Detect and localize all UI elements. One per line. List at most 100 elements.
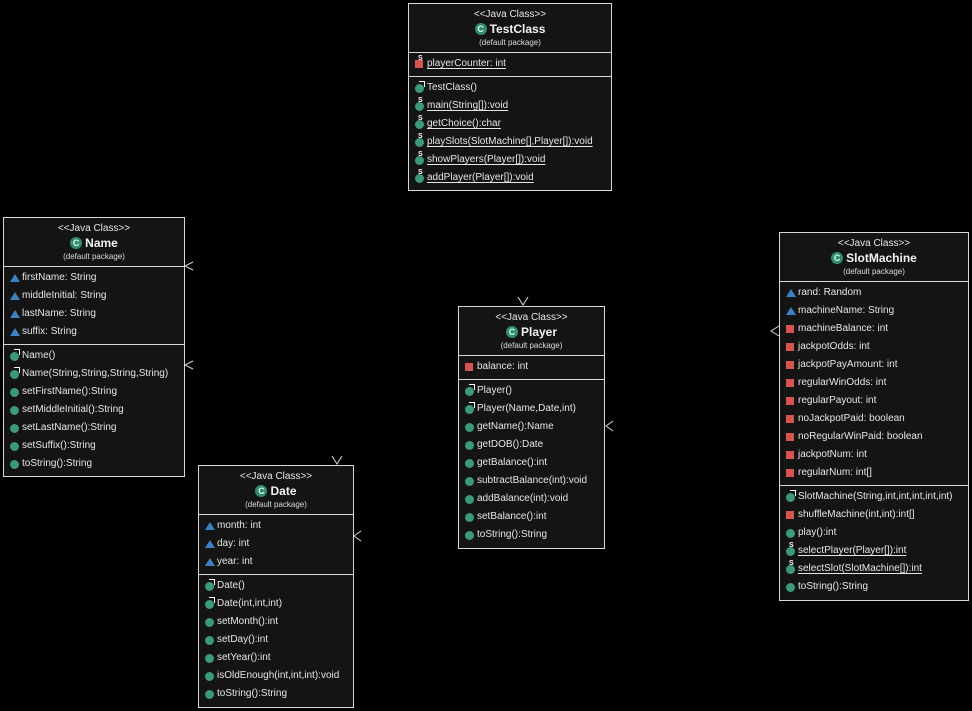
method-item[interactable]: SlotMachine(String,int,int,int,int,int) [780,488,968,506]
public-visibility-icon [205,690,214,699]
package-label: (default package) [500,341,563,350]
attribute-item[interactable]: rand: Random [780,284,968,302]
attribute-item[interactable]: machineBalance: int [780,320,968,338]
private-visibility-icon [786,379,794,387]
attribute-item[interactable]: year: int [199,553,353,571]
method-signature: showPlayers(Player[]):void [427,154,546,165]
static-modifier-icon: S [789,542,794,549]
attribute-item[interactable]: lastName: String [4,305,184,323]
method-item[interactable]: getName():Name [459,418,604,436]
public-visibility-icon [10,352,19,361]
method-item[interactable]: Name() [4,347,184,365]
package-visibility-icon [205,522,215,530]
attribute-item[interactable]: regularPayout: int [780,392,968,410]
attribute-item[interactable]: noJackpotPaid: boolean [780,410,968,428]
attribute-signature: firstName: String [22,272,97,283]
static-modifier-icon: S [418,55,423,62]
attributes-compartment: balance: int [459,356,604,379]
method-item[interactable]: Date() [199,577,353,595]
attribute-item[interactable]: noRegularWinPaid: boolean [780,428,968,446]
constructor-marker-icon [209,579,215,585]
method-item[interactable]: setSuffix():String [4,437,184,455]
attribute-item[interactable]: firstName: String [4,269,184,287]
attribute-signature: year: int [217,556,253,567]
attribute-signature: regularWinOdds: int [798,377,887,388]
method-signature: setDay():int [217,634,269,645]
method-item[interactable]: setBalance():int [459,508,604,526]
arrowhead-player-right [605,420,614,432]
public-visibility-icon [415,138,424,147]
method-item[interactable]: toString():String [780,578,968,596]
attribute-item[interactable]: regularNum: int[] [780,464,968,482]
method-signature: main(String[]):void [427,100,509,111]
attribute-item[interactable]: jackpotPayAmount: int [780,356,968,374]
method-item[interactable]: isOldEnough(int,int,int):void [199,667,353,685]
attribute-item[interactable]: jackpotNum: int [780,446,968,464]
method-signature: setLastName():String [22,422,117,433]
attribute-signature: jackpotPayAmount: int [798,359,898,370]
constructor-marker-icon [14,367,20,373]
methods-compartment: Date()Date(int,int,int)setMonth():int set… [199,574,353,706]
method-item[interactable]: setFirstName():String [4,383,184,401]
method-item[interactable]: subtractBalance(int):void [459,472,604,490]
method-item[interactable]: Player() [459,382,604,400]
method-item[interactable]: shuffleMachine(int,int):int[] [780,506,968,524]
attribute-signature: playerCounter: int [427,58,506,69]
method-item[interactable]: setMonth():int [199,613,353,631]
method-item[interactable]: addBalance(int):void [459,490,604,508]
method-item[interactable]: TestClass() [409,79,611,97]
attribute-signature: lastName: String [22,308,96,319]
method-signature: shuffleMachine(int,int):int[] [798,509,915,520]
attribute-item[interactable]: day: int [199,535,353,553]
attribute-item[interactable]: regularWinOdds: int [780,374,968,392]
public-visibility-icon [10,424,19,433]
method-item[interactable]: Date(int,int,int) [199,595,353,613]
constructor-marker-icon [14,349,20,355]
method-item[interactable]: toString():String [4,455,184,473]
method-item[interactable]: setMiddleInitial():String [4,401,184,419]
stereotype-label: <<Java Class>> [495,312,568,323]
method-item[interactable]: setYear():int [199,649,353,667]
class-icon: C [255,485,268,497]
static-modifier-icon: S [418,169,423,176]
method-item[interactable]: setDay():int [199,631,353,649]
public-visibility-icon [786,583,795,592]
static-modifier-icon: S [418,133,423,140]
arrowhead-date [331,455,343,465]
attribute-signature: regularPayout: int [798,395,877,406]
attribute-signature: day: int [217,538,250,549]
method-item[interactable]: toString():String [199,685,353,703]
static-modifier-icon: S [789,560,794,567]
stereotype-label: <<Java Class>> [837,238,911,249]
method-item[interactable]: getBalance():int [459,454,604,472]
method-item[interactable]: setLastName():String [4,419,184,437]
attribute-item[interactable]: machineName: String [780,302,968,320]
attribute-item[interactable]: middleInitial: String [4,287,184,305]
attribute-item[interactable]: month: int [199,517,353,535]
method-item[interactable]: toString():String [459,526,604,544]
method-item[interactable]: play():int [780,524,968,542]
attribute-item[interactable]: jackpotOdds: int [780,338,968,356]
method-item[interactable]: Name(String,String,String,String) [4,365,184,383]
static-modifier-icon: S [418,115,423,122]
private-visibility-icon [786,433,794,441]
attribute-item[interactable]: balance: int [459,358,604,376]
attribute-item[interactable]: suffix: String [4,323,184,341]
method-item[interactable]: getDOB():Date [459,436,604,454]
method-item[interactable]: Player(Name,Date,int) [459,400,604,418]
arrowhead-date-right [353,530,362,542]
public-visibility-icon [786,529,795,538]
